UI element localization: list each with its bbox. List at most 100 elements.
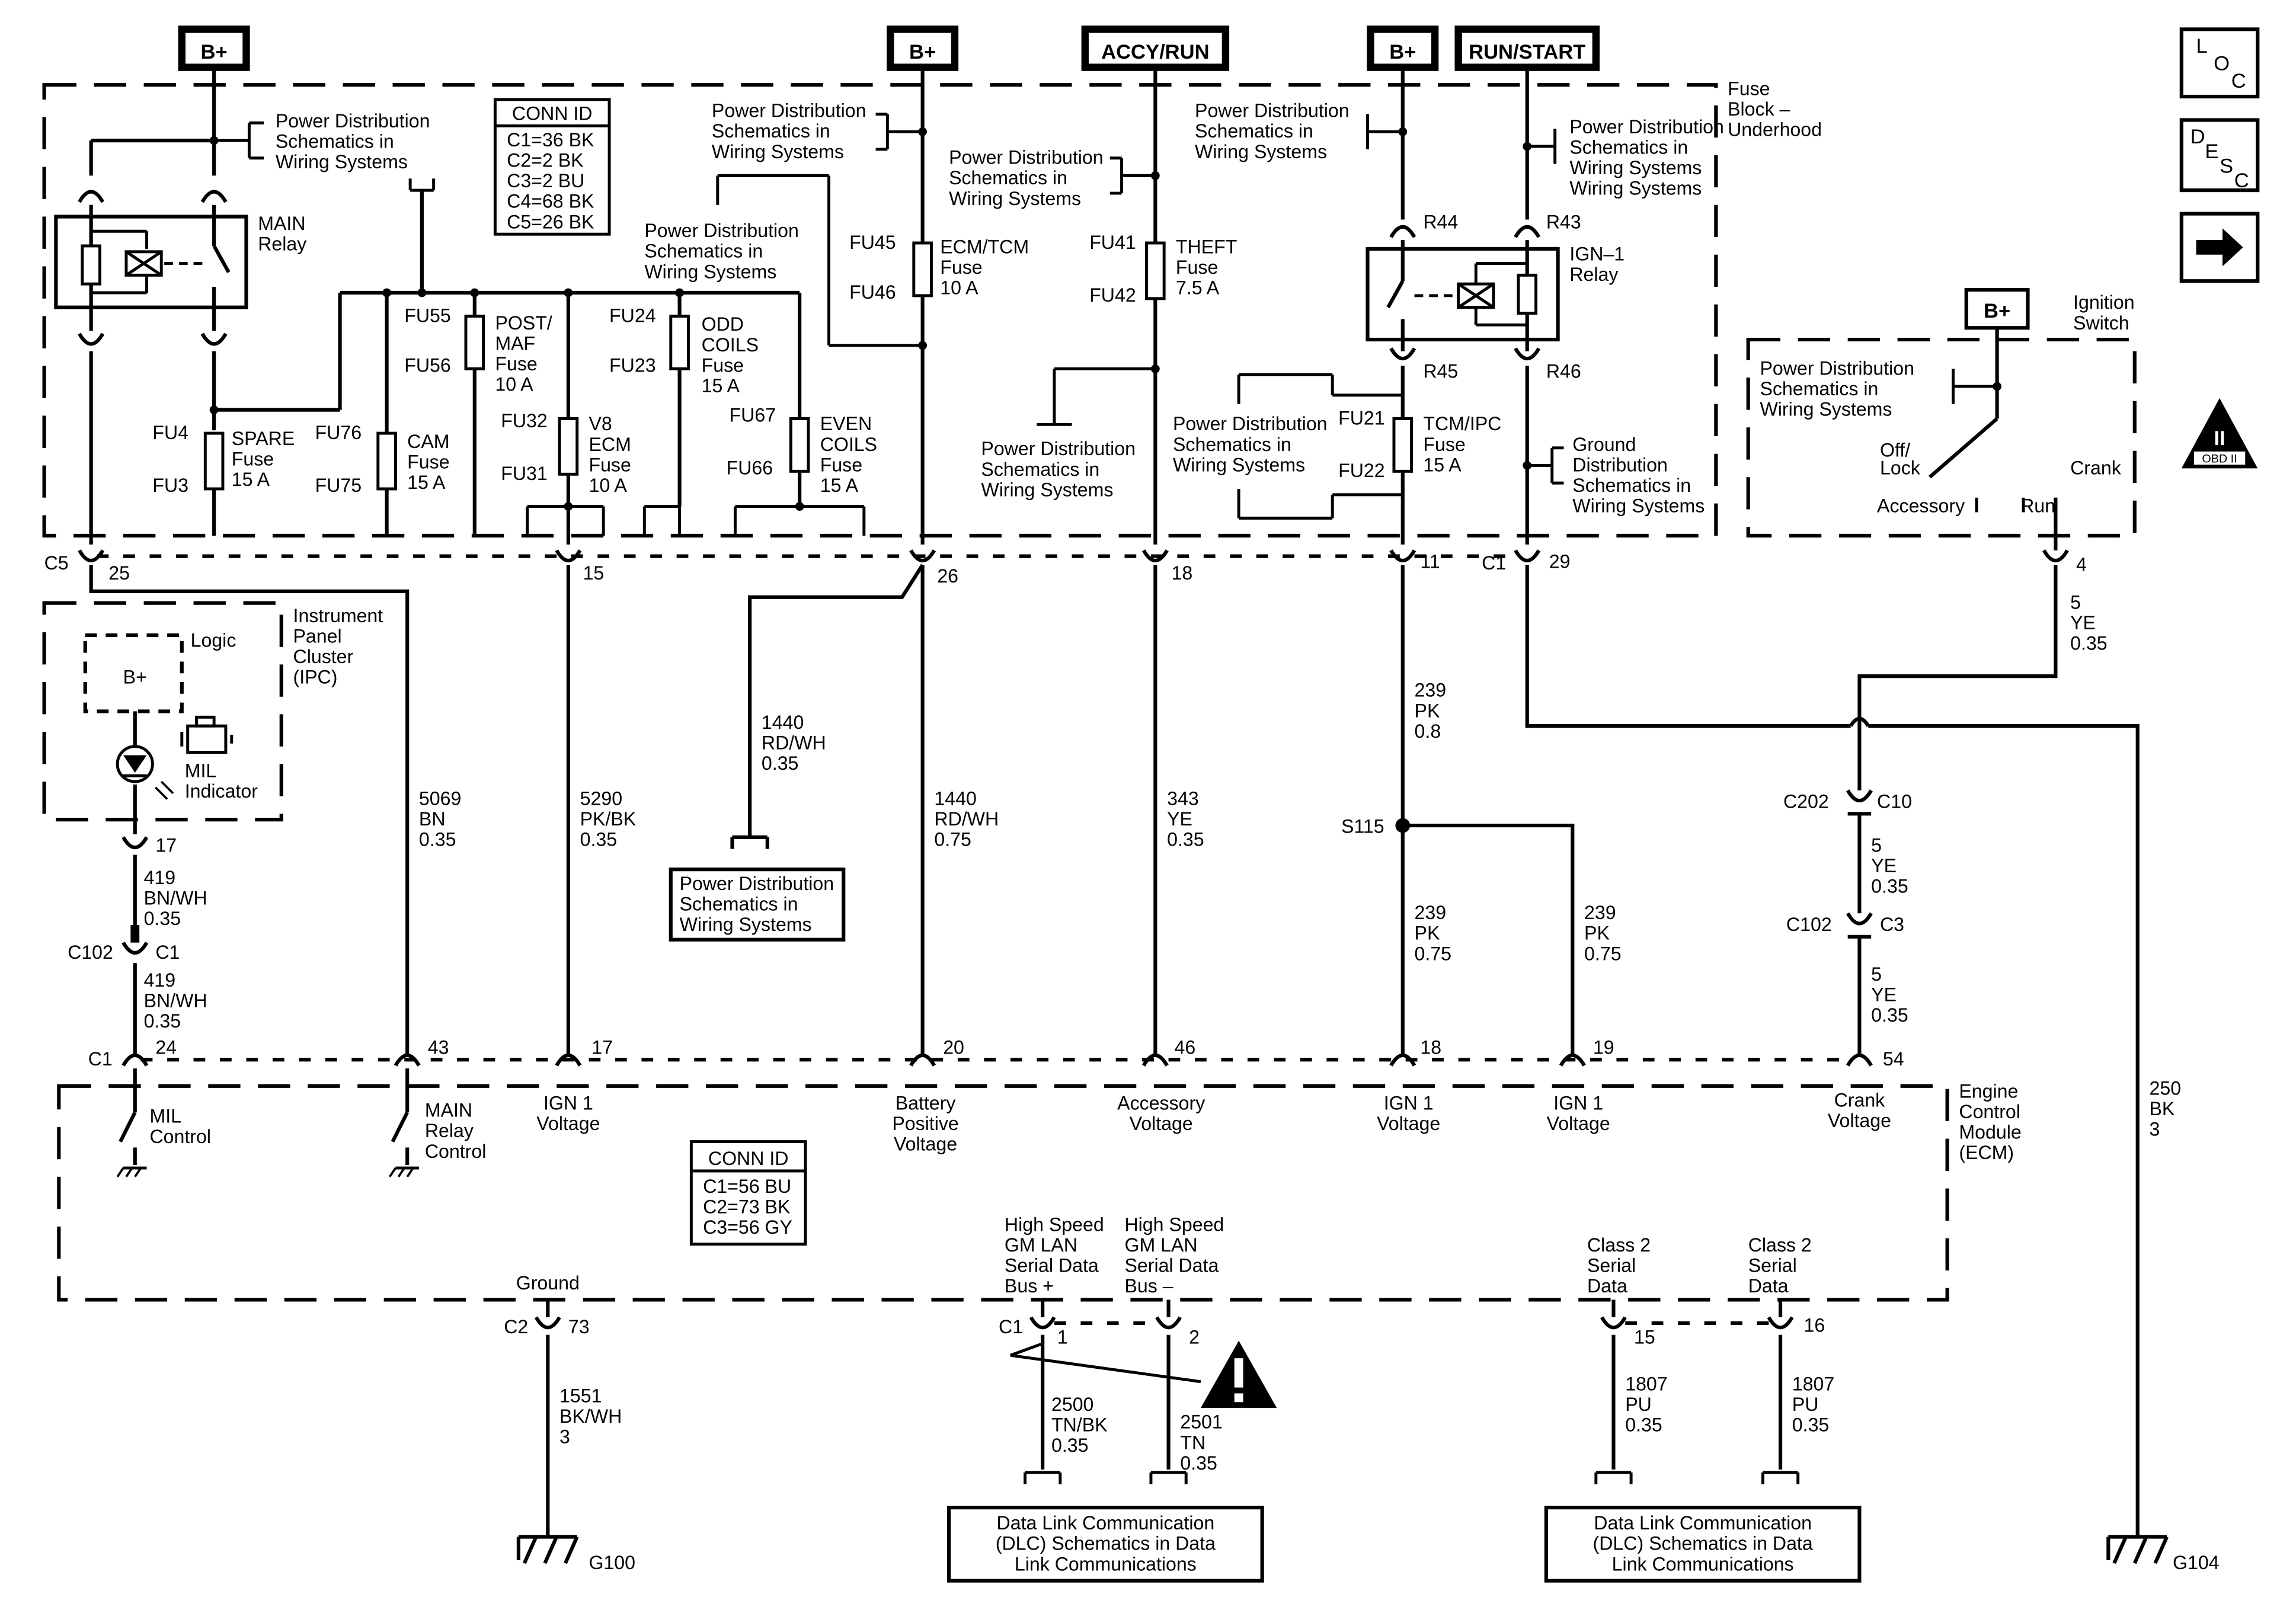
svg-text:Schematics in: Schematics in [981,459,1099,480]
svg-text:11: 11 [1420,550,1440,572]
svg-text:Schematics in: Schematics in [949,167,1067,188]
svg-text:Distribution: Distribution [1572,454,1668,475]
svg-text:Fuse: Fuse [702,354,744,376]
svg-text:Logic: Logic [191,630,236,651]
ignition-switch: B+ Ignition Switch Power Distribution Sc… [1746,287,2137,550]
svg-text:C5=26 BK: C5=26 BK [507,211,594,232]
loc-icon[interactable]: L O C [2179,27,2260,99]
ground-g104-label: G104 [2173,1552,2220,1573]
ign1-relay: R44 R43 R45 R46 IGN–1 Relay [1237,67,1625,545]
svg-text:II: II [2214,427,2225,450]
svg-text:THEFT: THEFT [1176,236,1237,257]
svg-text:10 A: 10 A [495,373,533,395]
svg-text:Fuse: Fuse [495,353,537,375]
fuse-ecm-tcm: FU45 FU46 ECM/TCM Fuse 10 A [849,232,1029,303]
svg-text:YE: YE [2070,612,2096,633]
fuse-spare: FU4 FU3 SPARE Fuse 15 A [152,422,295,496]
svg-text:Wiring Systems: Wiring Systems [1173,454,1305,475]
svg-text:5290: 5290 [580,788,622,809]
svg-text:18: 18 [1172,562,1193,584]
svg-text:C1=36 BK: C1=36 BK [507,129,594,151]
svg-text:16: 16 [1804,1315,1825,1336]
svg-text:BK/WH: BK/WH [559,1406,622,1427]
svg-text:V8: V8 [589,413,612,434]
wire-5290: 5290 PK/BK 0.35 [580,788,637,850]
fuse-even-coils: FU67 FU66 EVEN COILS Fuse 15 A [727,404,877,496]
dlc-box-class2: Data Link Communication (DLC) Schematics… [1544,1471,1862,1583]
c10-label: C10 [1877,790,1912,812]
svg-text:CAM: CAM [407,431,449,452]
svg-text:Schematics in: Schematics in [1173,434,1291,455]
fuse-cam: FU76 FU75 CAM Fuse 15 A [315,422,450,496]
svg-text:17: 17 [155,835,177,856]
inline-connector-c102: C102 C1 [68,925,180,963]
svg-text:COILS: COILS [702,334,759,356]
svg-text:Power Distribution: Power Distribution [1173,413,1328,434]
pds-ref-main-relay: Power Distribution Schematics in Wiring … [214,110,430,172]
svg-text:Cluster: Cluster [293,646,354,667]
svg-text:Wiring Systems: Wiring Systems [1760,398,1892,420]
svg-text:Power Distribution: Power Distribution [276,110,430,132]
svg-text:0.35: 0.35 [1792,1414,1829,1436]
svg-text:FU23: FU23 [609,354,656,376]
svg-text:Switch: Switch [2073,312,2129,334]
svg-text:C1: C1 [999,1316,1023,1337]
svg-text:C1=56 BU: C1=56 BU [703,1176,791,1197]
svg-text:BN/WH: BN/WH [144,990,207,1011]
svg-text:Wiring Systems: Wiring Systems [949,188,1081,209]
svg-text:15 A: 15 A [702,375,740,396]
desc-icon[interactable]: D E S C [2179,118,2260,193]
svg-text:PK: PK [1415,700,1440,721]
svg-text:Control: Control [149,1126,211,1147]
svg-text:ECM: ECM [589,434,631,455]
svg-text:Power Distribution: Power Distribution [680,873,834,894]
svg-text:Ignition: Ignition [2073,292,2135,313]
svg-text:Schematics in: Schematics in [1569,136,1688,158]
svg-text:Voltage: Voltage [1377,1113,1440,1134]
svg-text:Fuse: Fuse [1176,257,1218,278]
svg-text:C2=2 BK: C2=2 BK [507,150,584,171]
svg-text:2: 2 [1189,1326,1200,1347]
pds-ref-theft: Power Distribution Schematics in Wiring … [949,147,1156,209]
svg-text:Power Distribution: Power Distribution [1760,357,1914,379]
check-engine-icon [180,715,234,754]
wire-2500: 2500 TN/BK 0.35 [1051,1394,1108,1456]
svg-text:419: 419 [144,867,176,888]
svg-text:Control: Control [1959,1101,2020,1122]
pds-ref-odd-coils: Power Distribution Schematics in Wiring … [644,220,799,282]
svg-text:GM LAN: GM LAN [1005,1234,1077,1256]
svg-text:(DLC) Schematics in Data: (DLC) Schematics in Data [1593,1533,1813,1554]
svg-text:10 A: 10 A [940,277,978,298]
engine-control-module: Engine Control Module (ECM) MIL Control … [57,1068,2022,1302]
svg-text:Schematics in: Schematics in [1195,120,1313,142]
svg-text:POST/: POST/ [495,312,552,334]
power-header-bplus-1: B+ [178,25,250,71]
svg-text:Accessory: Accessory [1117,1092,1205,1113]
svg-text:239: 239 [1415,680,1447,701]
svg-text:ODD: ODD [702,313,744,335]
svg-text:SPARE: SPARE [232,428,295,449]
arrow-right-icon[interactable] [2179,212,2260,283]
svg-text:Module: Module [1959,1122,2021,1143]
svg-text:73: 73 [568,1316,590,1337]
svg-text:0.75: 0.75 [1415,943,1452,964]
svg-text:19: 19 [1593,1036,1614,1058]
svg-text:Wiring Systems: Wiring Systems [644,261,776,282]
svg-text:Class 2: Class 2 [1748,1234,1812,1256]
svg-text:0.35: 0.35 [1871,876,1908,897]
svg-text:Accessory: Accessory [1877,495,1965,516]
svg-text:Control: Control [425,1141,487,1162]
svg-text:3: 3 [559,1426,570,1447]
svg-text:Battery: Battery [896,1092,956,1113]
c3-label: C3 [1880,914,1904,935]
svg-text:Data: Data [1748,1275,1789,1297]
svg-text:C4=68 BK: C4=68 BK [507,191,594,212]
ground-g100-label: G100 [589,1552,635,1573]
svg-text:Serial Data: Serial Data [1005,1254,1099,1276]
pds-ref-ign1: Power Distribution Schematics in Wiring … [1195,100,1403,162]
wire-419-a: 419 BN/WH 0.35 [144,867,207,929]
svg-text:Schematics in: Schematics in [276,130,394,152]
svg-text:43: 43 [428,1036,449,1058]
svg-text:Power Distribution: Power Distribution [949,147,1104,168]
